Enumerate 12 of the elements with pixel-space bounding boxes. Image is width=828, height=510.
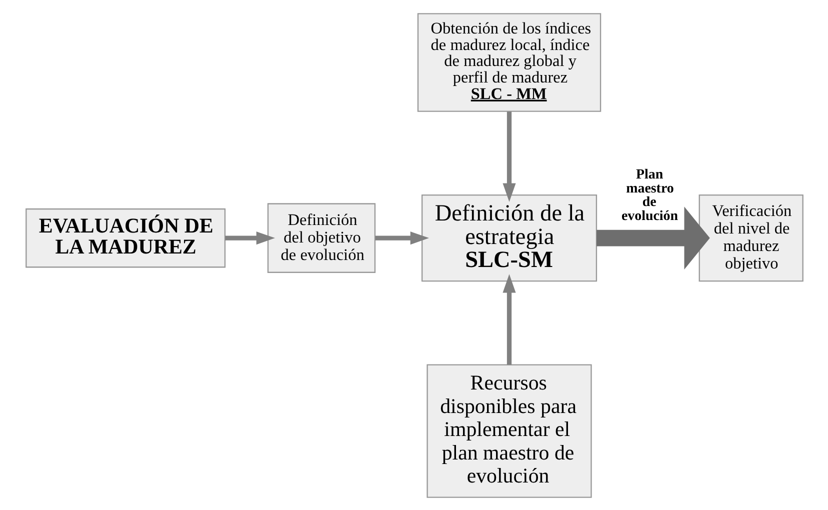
node-box: Obtención de los índices de madurez local, índice de madurez global y perfil de madurez SLC - MM	[416, 12, 601, 112]
node-box: Verificación del nivel de madurez objetivo	[698, 194, 803, 282]
edge-label: Plan maestro de evolución	[620, 166, 678, 224]
arrow	[374, 231, 429, 244]
arrow	[502, 111, 516, 202]
node-box: Definición del objetivo de evolución	[266, 202, 376, 272]
node-box: Definición de la estrategia SLC-SM	[420, 194, 597, 282]
node-box: Recursos disponibles para implementar el plan maestro de evolución	[426, 364, 592, 498]
arrow	[224, 231, 274, 244]
arrow	[596, 206, 710, 269]
arrow	[502, 274, 516, 364]
node-box: EVALUACIÓN DE LA MADUREZ	[25, 208, 226, 268]
